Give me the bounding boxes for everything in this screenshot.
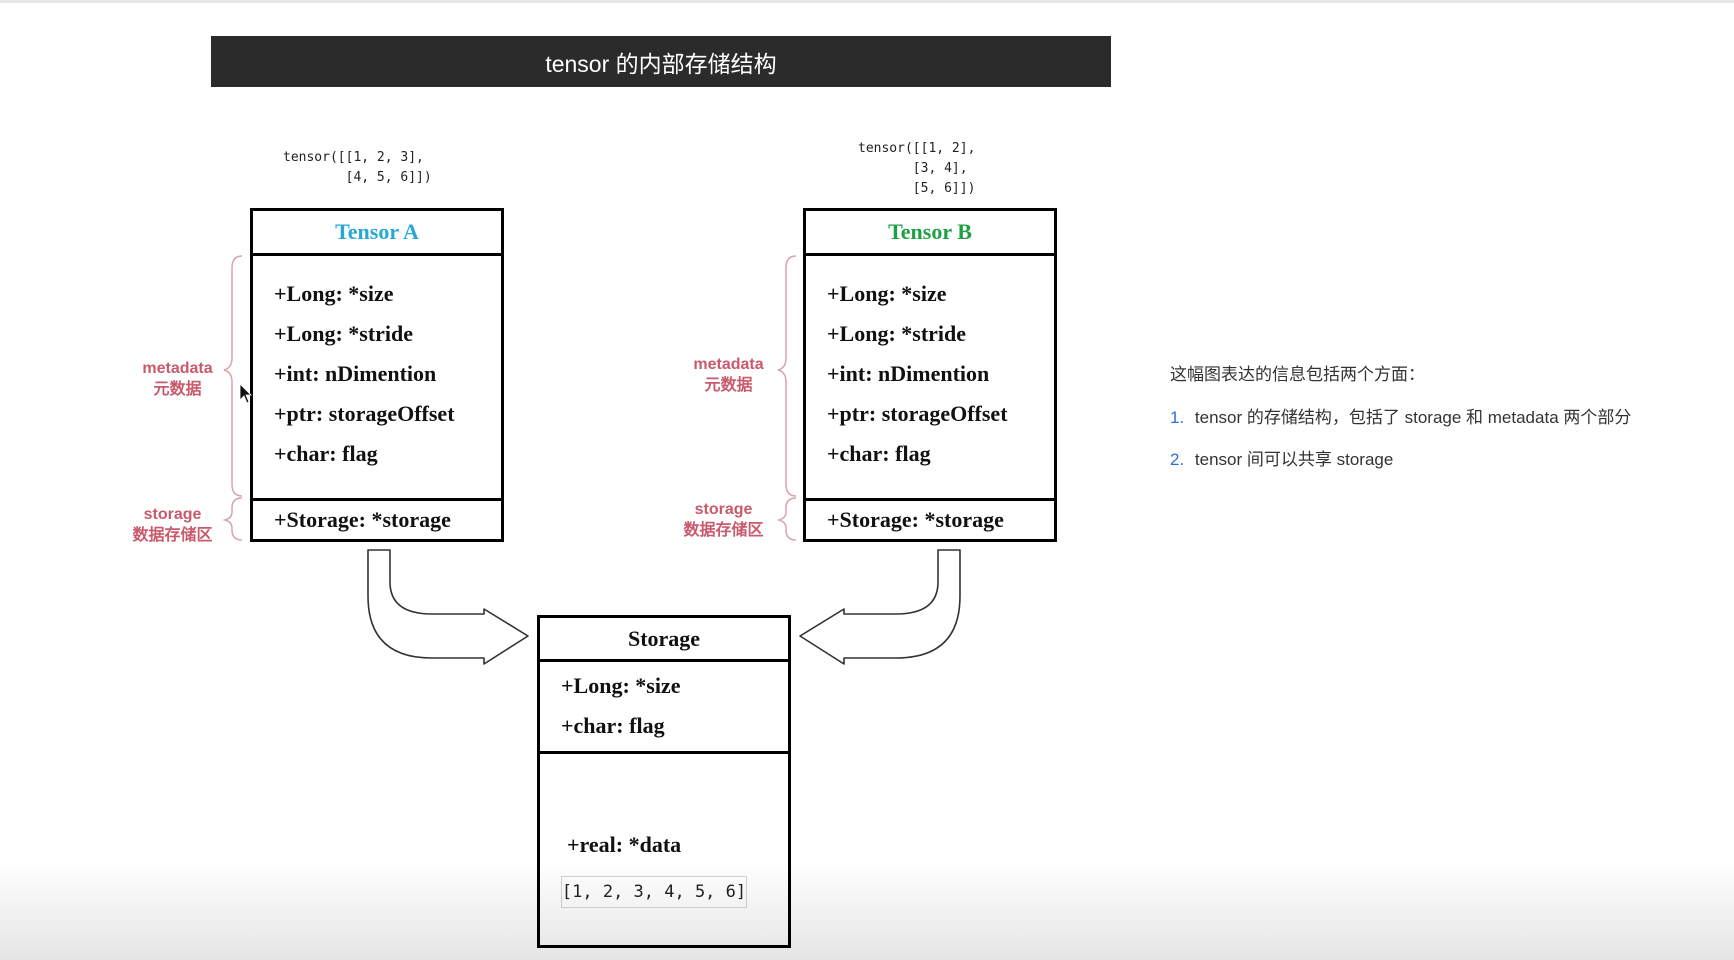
storage-field: +char: flag (561, 713, 665, 738)
notes-item-number: 2. (1170, 450, 1185, 469)
tensor-a-code-line: tensor([[1, 2, 3], (283, 150, 424, 165)
storage-field: +Long: *size (561, 673, 681, 698)
top-divider (0, 0, 1734, 3)
metadata-label-a-cn: 元数据 (153, 381, 202, 398)
storage-brace-b (776, 497, 797, 541)
storage-name: Storage (627, 625, 701, 651)
tensor-a-name: Tensor A (335, 219, 419, 244)
storage-label-a-cn: 数据存储区 (132, 527, 213, 544)
tensor-b-code-line: [5, 6]]) (858, 181, 976, 196)
tensor-a-code-line: [4, 5, 6]]) (283, 170, 432, 185)
metadata-label-a: metadata 元数据 (135, 358, 220, 400)
tensor-a-metadata-fields: +Long: *size +Long: *stride +int: nDimen… (253, 256, 501, 501)
arrow-a-to-storage (367, 549, 529, 665)
notes-item-text: tensor 间可以共享 storage (1194, 450, 1394, 469)
tensor-b-name: Tensor B (888, 219, 972, 244)
tensor-a-header: Tensor A (253, 211, 501, 256)
notes-panel: 这幅图表达的信息包括两个方面： 1. tensor 的存储结构，包括了 stor… (1170, 360, 1631, 487)
metadata-brace-a (223, 255, 243, 497)
tensor-b-storage-field: +Storage: *storage (827, 507, 1004, 532)
arrow-b-to-storage (799, 549, 961, 665)
tensor-b-code-line: tensor([[1, 2], (858, 141, 976, 156)
tensor-a-field: +char: flag (274, 441, 378, 466)
storage-header: Storage (540, 618, 788, 662)
storage-data-values: [1, 2, 3, 4, 5, 6] (561, 876, 747, 908)
storage-label-a-en: storage (143, 506, 202, 523)
slide-title-text: tensor 的内部存储结构 (545, 50, 777, 77)
metadata-label-b-en: metadata (693, 356, 764, 373)
metadata-label-b: metadata 元数据 (686, 354, 771, 396)
metadata-label-a-en: metadata (142, 360, 213, 377)
storage-label-a: storage 数据存储区 (125, 504, 220, 546)
metadata-brace-b (777, 255, 797, 497)
mouse-cursor-icon (239, 383, 252, 404)
tensor-b-header: Tensor B (806, 211, 1054, 256)
tensor-b-field: +char: flag (827, 441, 931, 466)
tensor-a-storage-field: +Storage: *storage (274, 507, 451, 532)
tensor-b-box: Tensor B +Long: *size +Long: *stride +in… (803, 208, 1057, 542)
metadata-label-b-cn: 元数据 (704, 377, 753, 394)
tensor-a-box: Tensor A +Long: *size +Long: *stride +in… (250, 208, 504, 542)
storage-data-field: +real: *data (567, 832, 682, 857)
tensor-b-code-line: [3, 4], (858, 161, 968, 176)
tensor-b-field: +Long: *stride (827, 321, 967, 346)
tensor-a-field: +Long: *size (274, 281, 394, 306)
storage-label-b: storage 数据存储区 (676, 499, 771, 541)
notes-heading: 这幅图表达的信息包括两个方面： (1170, 365, 1425, 384)
notes-item: 1. tensor 的存储结构，包括了 storage 和 metadata 两… (1170, 403, 1631, 428)
tensor-b-field: +Long: *size (827, 281, 947, 306)
tensor-a-field: +Long: *stride (274, 321, 414, 346)
tensor-a-field: +ptr: storageOffset (274, 401, 455, 426)
storage-fields: +Long: *size +char: flag (540, 662, 788, 754)
tensor-a-code: tensor([[1, 2, 3], [4, 5, 6]]) (283, 148, 432, 188)
notes-item: 2. tensor 间可以共享 storage (1170, 445, 1631, 470)
notes-item-number: 1. (1170, 408, 1185, 427)
tensor-b-field: +ptr: storageOffset (827, 401, 1008, 426)
storage-label-b-en: storage (694, 501, 753, 518)
slide-title: tensor 的内部存储结构 (211, 36, 1111, 87)
tensor-b-code: tensor([[1, 2], [3, 4], [5, 6]]) (858, 139, 975, 199)
notes-item-text: tensor 的存储结构，包括了 storage 和 metadata 两个部分 (1194, 408, 1632, 427)
storage-brace-a (222, 497, 243, 541)
storage-box: Storage +Long: *size +char: flag +real: … (537, 615, 791, 948)
tensor-b-field: +int: nDimention (827, 361, 990, 386)
tensor-a-field: +int: nDimention (274, 361, 437, 386)
tensor-b-metadata-fields: +Long: *size +Long: *stride +int: nDimen… (806, 256, 1054, 501)
storage-label-b-cn: 数据存储区 (683, 522, 764, 539)
